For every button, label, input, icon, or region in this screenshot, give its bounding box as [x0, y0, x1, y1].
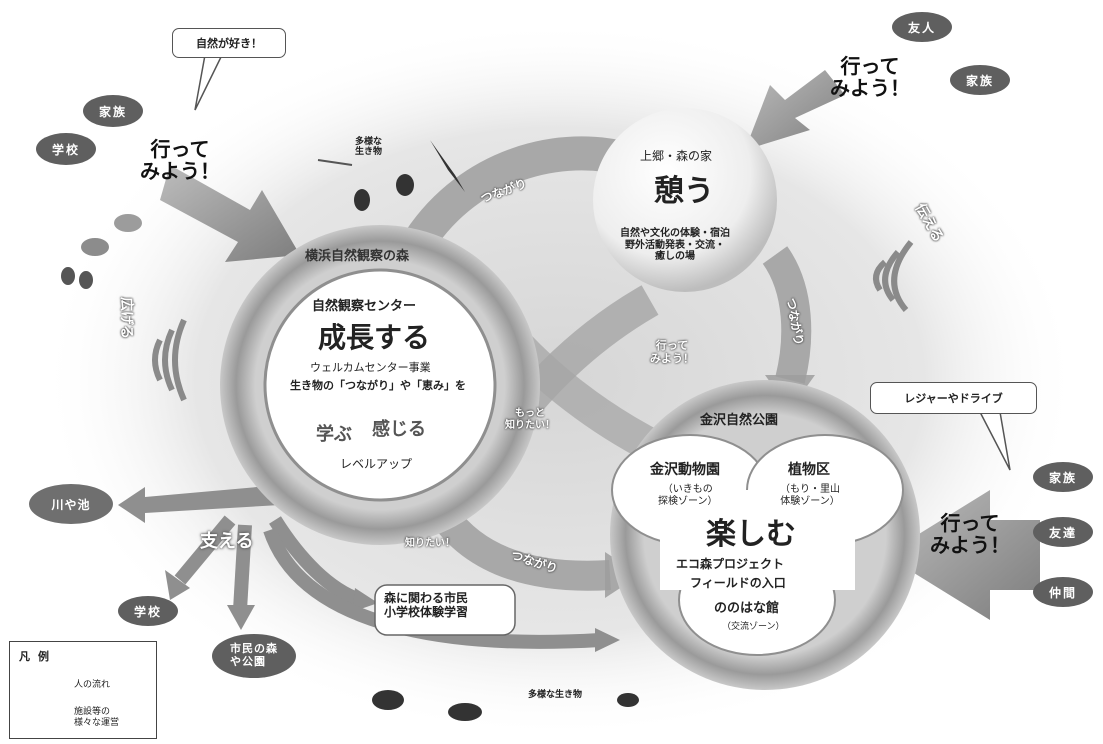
- arrow-out-shimin: [233, 524, 252, 611]
- bottom-creatures-illustration: [372, 690, 639, 721]
- pill-shimin-text: 市民の森 や公園: [230, 642, 278, 668]
- kanazawa-zoo: 金沢動物園: [650, 462, 720, 478]
- pill-topright-1: [892, 12, 952, 42]
- kanazawa-nonohana: ののはな館: [714, 601, 780, 616]
- pill-right-friends: 友達: [1048, 525, 1077, 540]
- arrow-out-bottom-long-head: [595, 628, 620, 652]
- pill-topright-friend: 友人: [907, 20, 936, 35]
- arc-arrow-top: [405, 136, 635, 250]
- arrow-in-topright: [745, 70, 845, 150]
- pill-kawa: [29, 484, 113, 524]
- arrow-out-kawa: [118, 485, 280, 523]
- kanazawa-field: フィールドの入口: [690, 576, 786, 590]
- pill-school-bottom: 学校: [133, 604, 162, 619]
- pills: [29, 12, 1093, 678]
- arrow-text-shiritai: 知りたい！: [405, 538, 455, 549]
- kanazawa-nonohana-sub: （交流ゾーン）: [722, 622, 785, 632]
- pill-right-family: 家族: [1048, 470, 1077, 485]
- arrow-out-citizens-head: [352, 588, 378, 612]
- arrow-out-shimin-head: [227, 605, 255, 630]
- arrow-in-left: [160, 165, 300, 262]
- pill-topright-2: [950, 65, 1010, 95]
- bottom-creatures-label: 多様な生き物: [528, 690, 583, 700]
- callout-nature: 自然が好き！: [172, 28, 286, 58]
- yokohama-level: レベルアップ: [340, 457, 413, 471]
- pill-right-2: [1033, 517, 1093, 547]
- kanazawa-plant: 植物区: [788, 462, 830, 478]
- leaves-acorns-illustration: [61, 214, 142, 289]
- kamigo-title: 上郷・森の家: [640, 149, 713, 163]
- arrow-text-motto: もっと 知りたい！: [505, 408, 555, 431]
- callout-nature-tail: [194, 54, 224, 111]
- arrow-out-citizens: [269, 516, 363, 607]
- callout-leisure: レジャーやドライブ: [870, 382, 1037, 414]
- pill-left-1: [83, 95, 143, 127]
- pill-right-3: [1033, 577, 1093, 607]
- citizens-text: 森に関わる市民 小学校体験学習: [384, 591, 469, 619]
- legend-box: 凡例 人の流れ 施設等の 様々な運営: [9, 641, 157, 739]
- kamigo-sphere: [593, 108, 777, 292]
- top-creatures-label: 多様な 生き物: [355, 137, 383, 158]
- arrow-out-school-head: [165, 570, 190, 600]
- kanazawa-main-label: 楽しむ: [706, 517, 796, 552]
- yokohama-learn: 学ぶ: [316, 424, 352, 445]
- go-text-right: 行って みよう！: [930, 511, 1010, 557]
- kanazawa-zoo-sub: （いきもの 探検ゾーン）: [658, 484, 718, 507]
- legend-arrow-label: 人の流れ: [74, 680, 111, 690]
- insects-illustration: [317, 140, 465, 211]
- kanazawa-eco: エコ森プロジェクト: [676, 557, 785, 571]
- pill-kawa-text: 川や池: [51, 497, 91, 512]
- pill-left-school: 学校: [51, 142, 80, 157]
- pill-left-2: [36, 133, 96, 165]
- go-text-left: 行って みよう！: [140, 137, 220, 183]
- yokohama-main-label: 成長する: [318, 321, 431, 354]
- kamigo-desc: 自然や文化の体験・宿泊 野外活動発表・交流・ 癒しの場: [620, 228, 730, 262]
- legend-title: 凡例: [19, 650, 57, 663]
- pill-left-family: 家族: [98, 104, 127, 119]
- arrow-text-itte: 行って みよう！: [650, 339, 694, 365]
- yokohama-line2: 生き物の「つながり」や「恵み」を: [290, 379, 466, 392]
- pill-shimin: [212, 634, 296, 678]
- yokohama-welcome: ウェルカムセンター事業: [310, 361, 431, 374]
- kanazawa-ring-label: 金沢自然公園: [700, 413, 779, 428]
- arc-arrow-right: [762, 246, 812, 384]
- arrow-in-right: [885, 490, 1040, 620]
- kamigo-main-label: 憩う: [654, 174, 714, 209]
- citizens-box: [374, 584, 516, 636]
- pill-right-1: [1033, 462, 1093, 492]
- kanazawa-clover: [611, 434, 904, 656]
- arrow-text-hirogaru: 広げる: [118, 297, 135, 340]
- yokohama-center-title: 自然観察センター: [312, 299, 417, 314]
- signal-right: [873, 240, 914, 312]
- signal-left: [152, 318, 187, 402]
- pill-right-peers: 仲間: [1048, 585, 1077, 600]
- yokohama-ring-label: 横浜自然観察の森: [305, 249, 410, 264]
- go-text-topright: 行って みよう！: [830, 54, 910, 100]
- arrow-out-school: [174, 515, 236, 585]
- kanazawa-plant-sub: （もり・里山 体験ゾーン）: [780, 484, 840, 507]
- pill-school: [118, 596, 178, 626]
- yokohama-inner: [263, 268, 497, 502]
- legend-ring-label: 施設等の 様々な運営: [74, 707, 120, 728]
- pill-topright-family: 家族: [965, 73, 994, 88]
- yokohama-feel: 感じる: [372, 419, 426, 440]
- sasaeru-label: 支える: [200, 531, 254, 552]
